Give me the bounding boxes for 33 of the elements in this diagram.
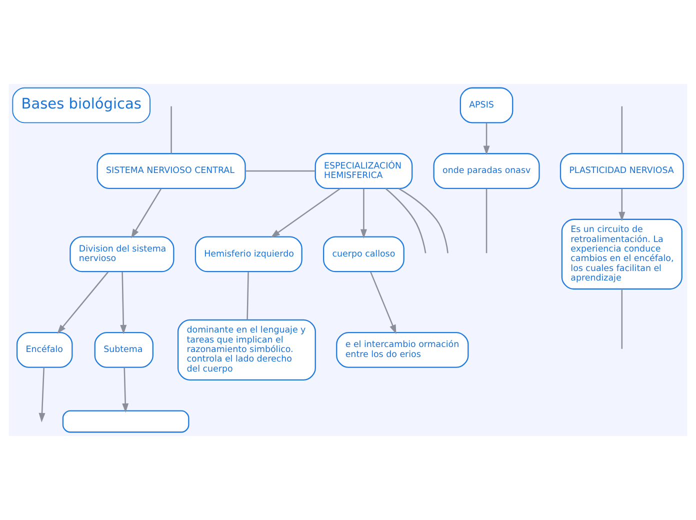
- connector: [170, 106, 172, 154]
- node-box: Bases biológicas: [12, 87, 150, 124]
- arrow: [38, 367, 46, 422]
- arrow: [120, 272, 127, 334]
- node-box: Encéfalo: [16, 332, 73, 368]
- arrow: [370, 272, 396, 334]
- node-box: cuerpo calloso: [323, 236, 404, 272]
- node-box: e el intercambio ormación entre los do erios: [336, 332, 469, 368]
- arrow: [57, 272, 109, 334]
- arrow: [122, 367, 129, 413]
- connector: [246, 272, 249, 320]
- connector: [245, 170, 316, 172]
- arrow: [618, 188, 626, 222]
- node-box: onde paradas onasv: [433, 153, 540, 190]
- arrow: [270, 188, 341, 238]
- arrow: [483, 123, 490, 156]
- connector: [486, 188, 488, 254]
- node-box: APSIS: [460, 87, 514, 124]
- arrow: [360, 188, 367, 239]
- arrow: [131, 188, 162, 238]
- node-box: PLASTICIDAD NERVIOSA: [560, 153, 684, 190]
- node-box: Division del sistema nervioso: [70, 236, 174, 272]
- node-box: Hemisferio izquierdo: [194, 236, 302, 272]
- node-box: SISTEMA NERVIOSO CENTRAL: [96, 153, 246, 190]
- connector: [398, 188, 448, 254]
- node-box: [62, 410, 190, 433]
- node-box: Es un circuito de retroalimentación. La experiencia conduce cambios en el encéfalo, los cuales facilitan el aprendizaje: [561, 218, 682, 290]
- connector: [621, 289, 623, 349]
- connector: [385, 188, 426, 254]
- node-box: ESPECIALIZACIÓN HEMISFERICA: [314, 153, 413, 190]
- node-box: dominante en el lenguaje y tareas que implican el razonamiento simbólico. controla el lado derecho del cuerpo: [177, 319, 316, 380]
- connector: [621, 106, 623, 154]
- node-box: Subtema: [94, 332, 154, 368]
